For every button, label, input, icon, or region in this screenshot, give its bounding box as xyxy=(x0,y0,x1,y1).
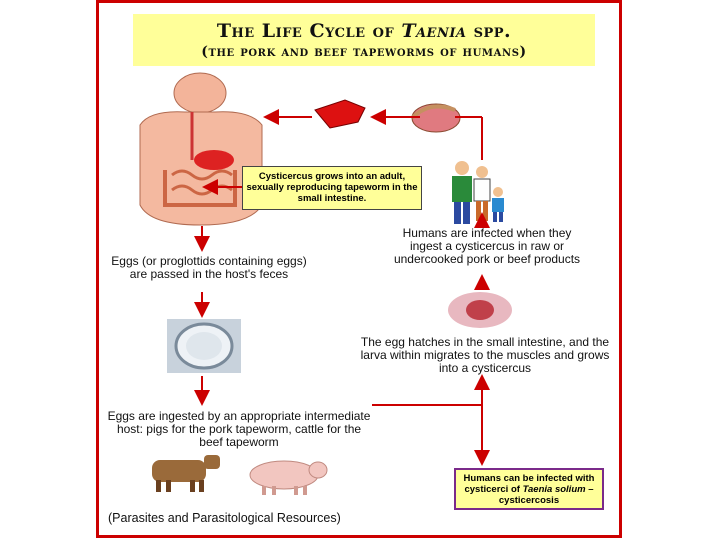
eggs-passed-text: Eggs (or proglottids containing eggs) ar… xyxy=(111,254,307,281)
cysticercosis-suffix: – cysticercosis xyxy=(498,484,594,506)
title-line1: The Life Cycle of Taenia spp. xyxy=(133,20,595,42)
adult-tapeworm-box: Cysticercus grows into an adult, sexuall… xyxy=(242,166,422,210)
title-box: The Life Cycle of Taenia spp. (the pork … xyxy=(133,14,595,66)
egg-hatches-text: The egg hatches in the small intestine, … xyxy=(360,335,610,375)
humans-infected-text: Humans are infected when they ingest a c… xyxy=(393,226,581,266)
subtitle: (the pork and beef tapeworms of humans) xyxy=(201,44,527,60)
eggs-ingested-text: Eggs are ingested by an appropriate inte… xyxy=(107,409,371,449)
cysticercosis-species: Taenia solium xyxy=(522,484,586,495)
cysticercosis-box: Humans can be infected with cysticerci o… xyxy=(454,468,604,510)
title-prefix: The Life Cycle of xyxy=(216,20,402,42)
family-illustration xyxy=(452,161,504,224)
source-credit: (Parasites and Parasitological Resources… xyxy=(108,511,341,525)
title-genus: Taenia xyxy=(401,20,467,42)
meat-illustration xyxy=(314,99,461,133)
title-suffix: spp. xyxy=(466,20,512,42)
cow-illustration xyxy=(152,455,220,492)
cysticercosis-prefix: Humans can be infected with cysticerci o… xyxy=(463,473,595,495)
pig-illustration xyxy=(249,460,328,495)
egg-micrograph xyxy=(167,319,241,373)
cysticercus-image xyxy=(448,292,512,328)
cycle-arrows xyxy=(194,109,490,466)
